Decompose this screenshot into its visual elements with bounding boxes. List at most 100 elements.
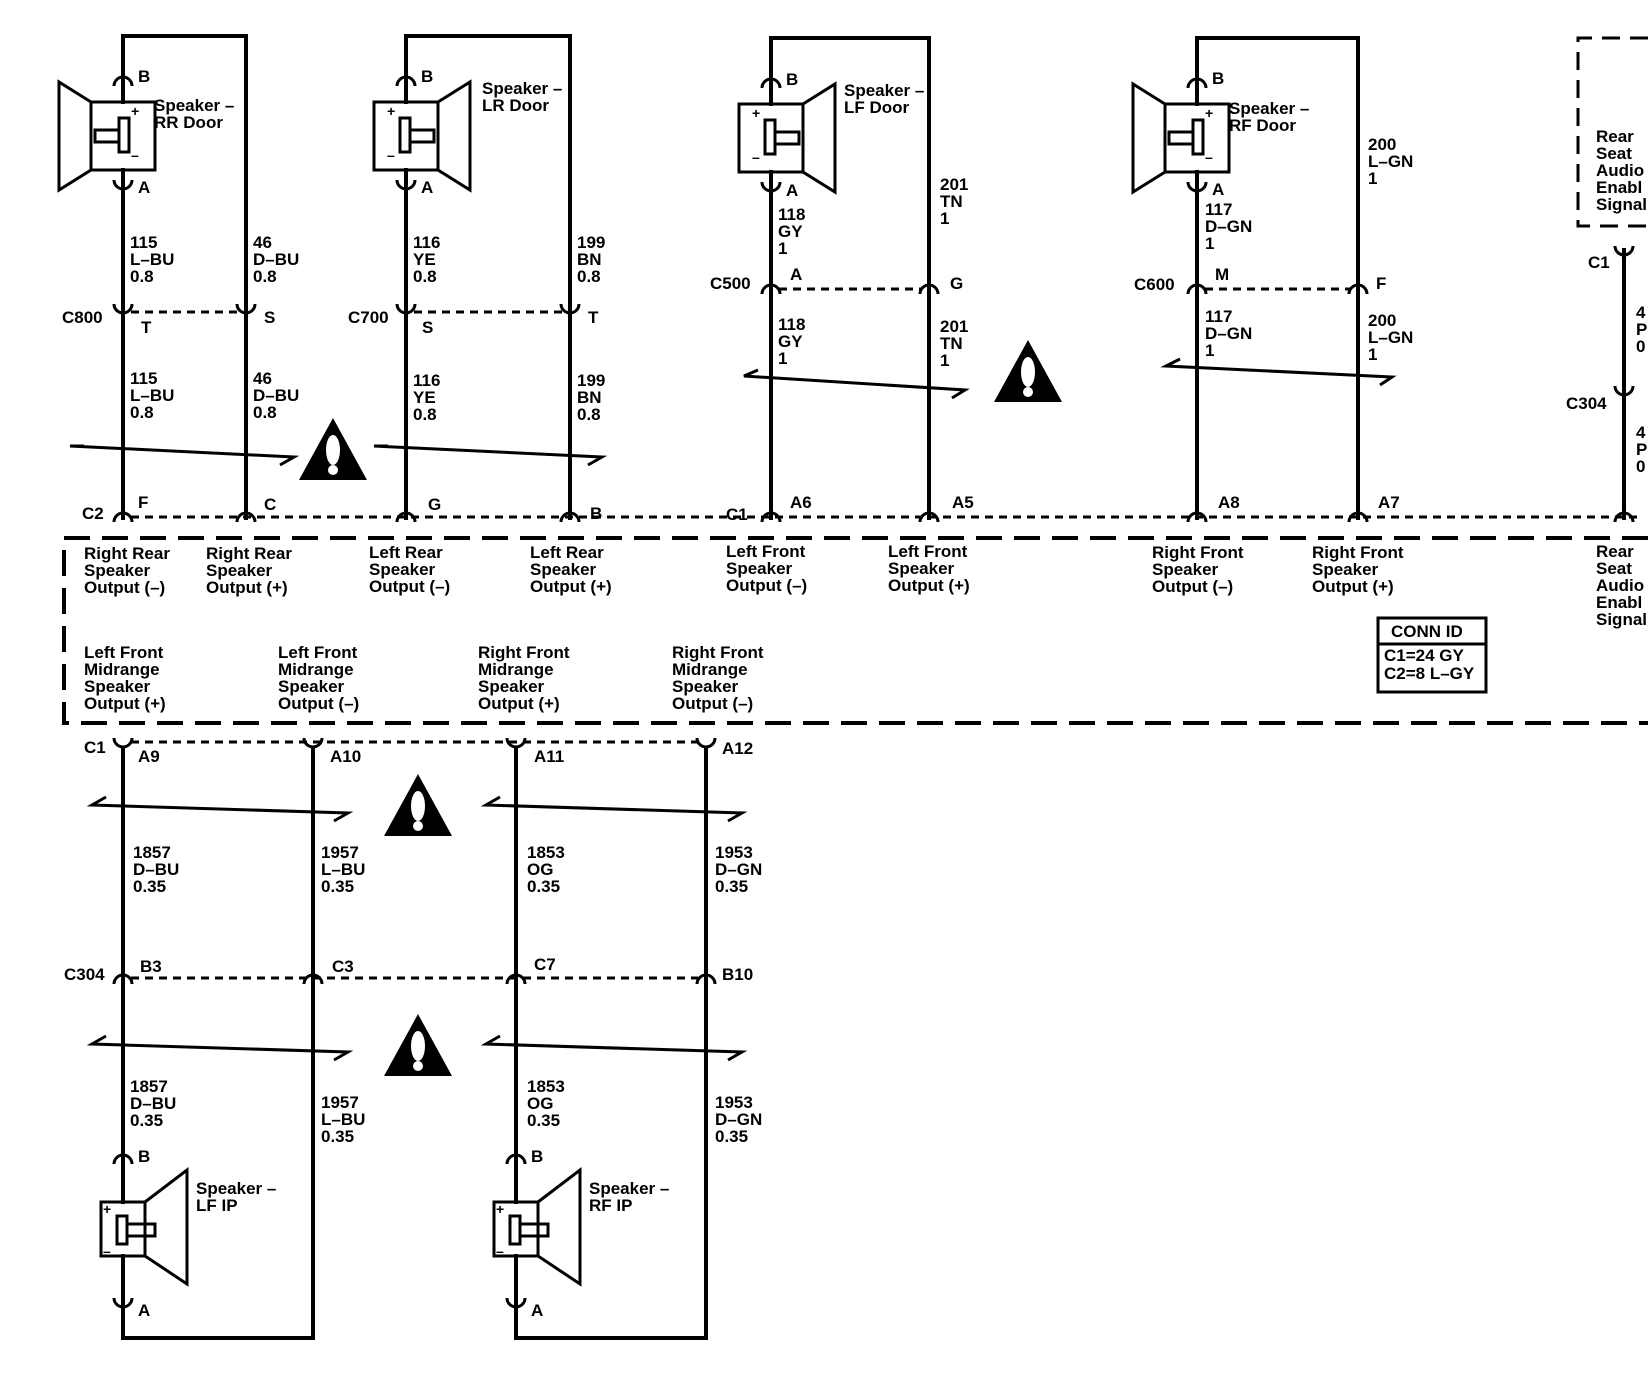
pin-label: A6 bbox=[790, 493, 812, 512]
warning-triangle-icon bbox=[299, 418, 367, 480]
pin-label: T bbox=[588, 308, 599, 327]
connector-pin-symbol bbox=[112, 303, 134, 315]
connector-pin-symbol bbox=[302, 973, 324, 985]
warning-triangle-icon bbox=[384, 1014, 452, 1076]
pin-label: G bbox=[428, 495, 441, 514]
connector-pin-symbol bbox=[1347, 283, 1369, 295]
conn-id-line: C1=24 GY bbox=[1384, 646, 1465, 665]
connector-name: C2 bbox=[82, 504, 104, 523]
connector-name: C700 bbox=[348, 308, 389, 327]
polarity-marks: +– +– +– +– +– +– bbox=[103, 103, 1213, 1259]
connector-name: C600 bbox=[1134, 275, 1175, 294]
svg-text:+: + bbox=[752, 105, 760, 121]
radio-module-box bbox=[62, 536, 1648, 725]
connector-pin-symbol bbox=[112, 511, 134, 523]
svg-text:–: – bbox=[387, 147, 395, 163]
warning-triangle-icon bbox=[994, 340, 1062, 402]
conn-id-box bbox=[1376, 616, 1488, 694]
pin-label: A bbox=[1212, 180, 1224, 199]
connector-pin-symbol bbox=[395, 303, 417, 315]
pin-label: M bbox=[1215, 265, 1229, 284]
conn-id-title: CONN ID bbox=[1391, 622, 1463, 641]
top-wires bbox=[121, 34, 1626, 520]
pin-label: A bbox=[786, 181, 798, 200]
connector-pin-symbol bbox=[918, 283, 940, 295]
pin-label: A12 bbox=[722, 739, 753, 758]
connector-pin-symbol bbox=[559, 511, 581, 523]
connector-pin-symbol bbox=[505, 737, 527, 749]
pin-label: A10 bbox=[330, 747, 361, 766]
pin-label: C3 bbox=[332, 957, 354, 976]
speaker-label: Speaker –RF Door bbox=[1229, 99, 1309, 135]
connector-name: C500 bbox=[710, 274, 751, 293]
svg-text:–: – bbox=[496, 1243, 504, 1259]
svg-text:–: – bbox=[752, 149, 760, 165]
pin-label: B bbox=[421, 67, 433, 86]
svg-text:–: – bbox=[131, 147, 139, 163]
pin-label: A5 bbox=[952, 493, 974, 512]
connector-pin-symbol bbox=[235, 511, 257, 523]
pin-label: A bbox=[138, 178, 150, 197]
labels: Speaker –RR Door Speaker –LR Door Speake… bbox=[62, 67, 1647, 1320]
connector-pin-symbol bbox=[112, 737, 134, 749]
connector-pin-symbol bbox=[695, 973, 717, 985]
speaker-icon bbox=[1131, 78, 1231, 198]
connector-pin-symbol bbox=[918, 511, 940, 523]
speaker-label: Speaker –LF Door bbox=[844, 81, 924, 117]
pin-label: C7 bbox=[534, 955, 556, 974]
connector-name: C304 bbox=[1566, 394, 1607, 413]
pin-label: B bbox=[786, 70, 798, 89]
bottom-wires bbox=[121, 746, 708, 1340]
connector-pin-symbol bbox=[1613, 511, 1635, 523]
speaker-label: Speaker –RF IP bbox=[589, 1179, 669, 1215]
pin-label: B3 bbox=[140, 957, 162, 976]
connector-pin-symbol bbox=[760, 511, 782, 523]
pin-label: S bbox=[422, 318, 433, 337]
svg-text:+: + bbox=[103, 1201, 111, 1217]
connector-name: C800 bbox=[62, 308, 103, 327]
speaker-label: Speaker –LR Door bbox=[482, 79, 562, 115]
rear-seat-component-box bbox=[1576, 36, 1648, 228]
connector-pin-symbol bbox=[1613, 385, 1635, 397]
pin-label: B bbox=[138, 67, 150, 86]
svg-text:+: + bbox=[131, 103, 139, 119]
pin-label: B bbox=[531, 1147, 543, 1166]
connector-name: C1 bbox=[84, 738, 106, 757]
connector-pin-symbol bbox=[559, 303, 581, 315]
pin-label: B bbox=[1212, 69, 1224, 88]
pin-label: S bbox=[264, 308, 275, 327]
speaker-icon bbox=[57, 76, 157, 196]
warning-triangle-icon bbox=[384, 774, 452, 836]
connector-name: C304 bbox=[64, 965, 105, 984]
pin-label: A9 bbox=[138, 747, 160, 766]
twist-lines bbox=[69, 357, 1397, 1062]
connector-pin-symbol bbox=[112, 1153, 134, 1165]
connector-pin-symbol bbox=[1186, 283, 1208, 295]
